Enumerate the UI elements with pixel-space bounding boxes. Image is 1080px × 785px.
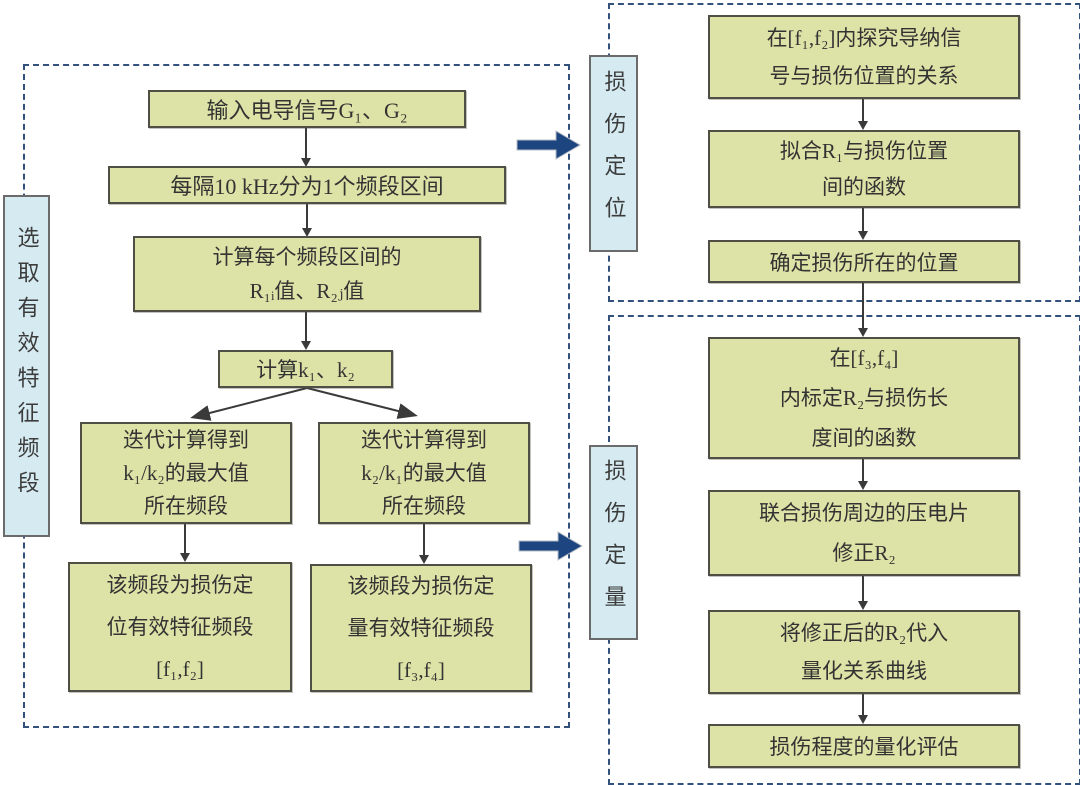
down-arrow [858,208,868,240]
box-text: [f₃,f₄] [397,658,445,682]
flow-box-correct-r2-with-nearby-pzt: 联合损伤周边的压电片 修正R₂ [708,490,1020,576]
box-text: 计算每个频段区间的 [212,245,402,269]
region-label-quantification: 损伤定量 [589,445,638,640]
down-arrow [858,694,868,724]
box-text: 确定损伤所在的位置 [769,250,959,275]
blue-arrow-localization-icon [516,130,581,160]
flow-box-iterate-k1-over-k2: 迭代计算得到 k₁/k₂的最大值 所在频段 [80,422,292,524]
box-text: 迭代计算得到 [123,427,249,452]
flow-box-explore-admittance-location-relation: 在[f₁,f₂]内探究导纳信 号与损伤位置的关系 [708,15,1020,99]
down-arrow [858,459,868,490]
down-arrow [419,524,429,564]
down-arrow [302,204,312,237]
box-text: 修正R₂ [832,541,896,565]
box-text: 损伤程度的量化评估 [769,735,959,759]
box-text: 计算k₁、k₂ [256,358,355,382]
flow-box-compute-r-values: 计算每个频段区间的 R₁ᵢ值、R₂ⱼ值 [133,236,481,312]
box-text: 在[f₃,f₄] [829,346,899,370]
flow-box-iterate-k2-over-k1: 迭代计算得到 k₂/k₁的最大值 所在频段 [318,422,530,524]
box-text: k₁/k₂的最大值 [123,460,249,485]
box-text: R₁ᵢ值、R₂ⱼ值 [249,279,365,303]
flow-box-input-conductance-signals: 输入电导信号G₁、G₂ [148,90,466,128]
down-arrow [858,99,868,130]
box-text: 位有效特征频段 [106,615,254,639]
box-text: 该频段为损伤定 [347,574,495,598]
down-arrow [301,312,311,350]
box-text: 号与损伤位置的关系 [769,64,959,88]
box-text: 每隔10 kHz分为1个频段区间 [170,174,444,199]
branch-arrows [190,387,418,421]
box-text: 量有效特征频段 [347,616,495,640]
box-text: 所在频段 [382,493,466,518]
box-text: 拟合R₁与损伤位置 [779,139,949,163]
flow-box-compute-k-values: 计算k₁、k₂ [218,350,393,388]
down-arrow [180,524,190,562]
flow-box-calibrate-r2-length-function: 在[f₃,f₄] 内标定R₂与损伤长 度间的函数 [708,337,1020,459]
box-text: [f₁,f₂] [156,657,204,681]
box-text: 在[f₁,f₂]内探究导纳信 [766,26,962,50]
box-text: 联合损伤周边的压电片 [759,501,969,525]
flow-box-quantitative-damage-assessment: 损伤程度的量化评估 [708,724,1020,768]
blue-arrow-quantification-icon [518,531,583,561]
down-arrow [858,576,868,610]
box-text: 间的函数 [822,175,906,199]
box-text: 该频段为损伤定 [106,573,254,597]
region-label-localization: 损伤定位 [589,55,638,252]
box-text: 量化关系曲线 [801,659,927,683]
box-text: 迭代计算得到 [361,427,487,452]
flow-box-quantification-feature-band: 该频段为损伤定 量有效特征频段 [f₃,f₄] [310,564,532,692]
box-text: 内标定R₂与损伤长 [779,386,949,410]
box-text: 所在频段 [144,493,228,518]
box-text: 输入电导信号G₁、G₂ [206,98,408,123]
flow-box-split-frequency-bands: 每隔10 kHz分为1个频段区间 [108,166,506,204]
flow-box-determine-damage-location: 确定损伤所在的位置 [708,240,1020,283]
region-label-feature-band: 选取有效特征频段 [3,195,50,537]
box-text: 度间的函数 [811,426,917,450]
box-text: 将修正后的R₂代入 [779,621,949,645]
flow-box-substitute-r2-quantification-curve: 将修正后的R₂代入 量化关系曲线 [708,610,1020,694]
down-arrow [301,128,311,167]
flow-box-localization-feature-band: 该频段为损伤定 位有效特征频段 [f₁,f₂] [68,562,292,692]
box-text: k₂/k₁的最大值 [361,460,487,485]
flow-box-fit-r1-location-function: 拟合R₁与损伤位置 间的函数 [708,130,1020,208]
cross-region-down-arrow [858,283,868,337]
